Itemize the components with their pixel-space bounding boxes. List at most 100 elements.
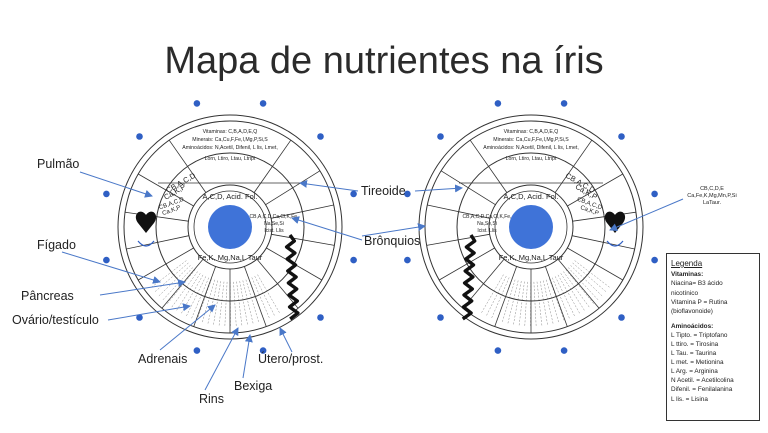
label-tireoide: Tireoide	[361, 184, 406, 198]
iris-dot	[259, 100, 267, 107]
iris-dot	[350, 190, 357, 198]
segment-line	[271, 233, 335, 246]
segment-line	[168, 139, 207, 193]
vitamins-text: Vitaminas: C,B,A,D,E,Q	[203, 129, 258, 135]
pointer-arrow	[107, 303, 191, 321]
iris-dot	[651, 256, 658, 264]
legend-vit-line: nicotínico	[671, 289, 698, 297]
segment-line	[193, 266, 216, 327]
segment-line	[440, 170, 496, 206]
segment-line	[427, 204, 490, 219]
segment-line	[137, 247, 194, 281]
iris-dot	[404, 256, 411, 264]
segment-line	[567, 173, 624, 207]
segment-hatch	[557, 274, 581, 315]
segment-small-2: Na,Se,Si	[477, 221, 497, 227]
legend-amino-heading: Aminoácidos:	[671, 322, 714, 330]
pointer-arrow	[242, 334, 253, 379]
segment-hatch	[513, 281, 522, 326]
segment-hatch	[496, 278, 513, 321]
segment-line	[469, 139, 508, 193]
segment-hatch	[154, 262, 189, 293]
iris-dot	[103, 190, 110, 198]
iris-dot	[317, 133, 324, 140]
segment-small-1: CB,A,C,D Ca,Cl,K,Fe,	[250, 214, 299, 220]
iris-dot	[437, 314, 444, 321]
segment-line	[554, 139, 593, 193]
legend-amino-line: L Tau. = Taurina	[671, 350, 717, 358]
iris-dot	[651, 190, 658, 198]
right-iris: Vitaminas: C,B,A,D,E,Q Minerais: Ca,Cu,F,…	[404, 100, 737, 354]
segment-line	[438, 247, 495, 281]
legend-amino-line: N Acetil. = Acetilcolina	[671, 377, 734, 385]
segment-hatch	[485, 276, 507, 317]
segment-hatch	[254, 276, 276, 317]
segment-hatch	[560, 273, 586, 312]
segment-hatch	[166, 269, 196, 305]
lung-note-2: Ca,Fe,K,Mg,Mn,P,Si	[687, 193, 736, 199]
blue-arc	[137, 240, 155, 247]
segment-hatch	[158, 265, 191, 297]
legend-amino-line: L Tipto. = Triptofano	[671, 331, 728, 339]
segment-hatch	[171, 271, 198, 309]
iris-dot	[560, 347, 568, 354]
inner-top-text: A,C,D, Acid. Fol.	[202, 192, 257, 201]
segment-small-3: Icist. Llis	[264, 228, 284, 234]
amino-text-2: Lorn, Ltiro, Ltau, Ltript	[506, 156, 557, 162]
pointer-arrow	[291, 216, 363, 241]
segment-hatch	[218, 281, 225, 327]
iris-dot	[494, 347, 502, 354]
legend-amino-line: L ttiro. = Tirosina	[671, 341, 719, 349]
inner-ring-2	[494, 190, 568, 264]
segment-hatch	[536, 281, 543, 327]
inner-bottom-text: Fe,K, Mg,Na,L Taur	[499, 253, 564, 262]
segment-line	[265, 170, 321, 206]
segment-hatch	[257, 274, 281, 314]
label-bexiga: Bexiga	[234, 379, 273, 393]
segment-line	[572, 211, 637, 222]
label-adrenais: Adrenais	[138, 352, 188, 366]
segment-hatch	[546, 279, 560, 324]
pointer-arrow	[609, 198, 684, 231]
pointer-arrow	[79, 171, 153, 198]
legend-amino-line: L Arg. = Arginina	[671, 368, 718, 376]
slide-title: Mapa de nutrientes na íris	[164, 40, 604, 82]
pointer-arrow	[204, 327, 239, 391]
segment-hatch	[491, 277, 510, 319]
arrows-layer	[61, 171, 684, 391]
pointer-arrow	[299, 179, 359, 192]
segment-hatch	[568, 267, 599, 301]
pointer-arrow	[361, 223, 426, 237]
minerals-text: Minerais: Ca,Cu,F,Fe,I,Mg,P,Si,S	[493, 137, 569, 143]
iris-dot	[437, 133, 444, 140]
heart-shape	[604, 211, 626, 233]
pointer-arrow	[414, 184, 463, 193]
segment-hatch	[213, 281, 221, 326]
segment-line	[253, 139, 292, 193]
pointer-arrow	[279, 327, 293, 353]
segment-hatch	[540, 281, 548, 326]
segment-hatch	[175, 273, 201, 312]
inner-bottom-text: Fe,K, Mg,Na,L Taur	[198, 253, 263, 262]
label-ovario: Ovário/testículo	[12, 313, 99, 327]
legend-title: Legenda	[671, 259, 703, 268]
vitamins-text: Vitaminas: C,B,A,D,E,Q	[504, 129, 559, 135]
label-rins: Rins	[199, 392, 225, 406]
iris-dot	[494, 100, 502, 107]
segment-hatch	[501, 279, 516, 323]
segment-line	[545, 266, 568, 327]
segment-hatch	[185, 276, 206, 317]
label-utero: Útero/prost.	[258, 352, 324, 366]
legend-amino-line: L met. = Metionina	[671, 359, 724, 367]
segment-hatch	[574, 260, 611, 289]
legend-amino-line: L lis. = Lisina	[671, 395, 708, 403]
segment-hatch	[245, 279, 260, 323]
iris-dot	[618, 133, 625, 140]
segment-hatch	[572, 262, 607, 293]
segment-small-1: CB,A,C,D Ca,Cl,K,Fe,	[463, 214, 512, 220]
segment-line	[557, 258, 600, 309]
legend-vit-line: Vitamina P = Rutina	[671, 298, 728, 306]
iris-dot	[136, 314, 143, 321]
